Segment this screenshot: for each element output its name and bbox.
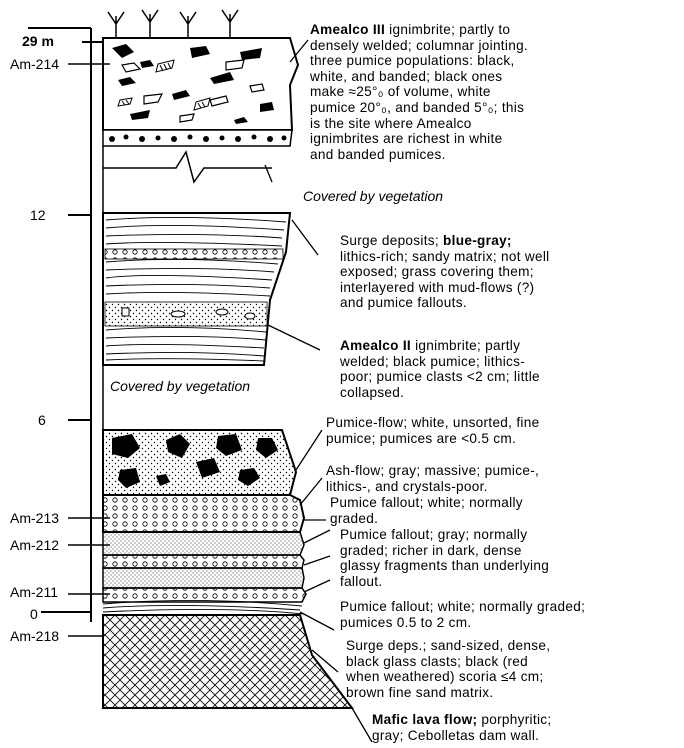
unit-line: graded. <box>330 511 523 527</box>
unit-line: Pumice fallout; gray; normally <box>340 527 549 543</box>
unit-line: pumices 0.5 to 2 cm. <box>340 615 585 631</box>
unit-line: Pumice fallout; white; normally graded; <box>340 599 585 615</box>
unit-line: ignimbrite; partly to <box>389 22 510 37</box>
unit-line: and pumice fallouts. <box>340 295 549 311</box>
scale-6-label: 6 <box>38 412 46 428</box>
scale-axis <box>28 28 103 622</box>
unit-line: Pumice fallout; white; normally <box>330 495 523 511</box>
unit-line: interlayered with mud-flows (?) <box>340 280 549 296</box>
unit-name: Mafic lava flow; <box>372 712 477 727</box>
sample-am218: Am-218 <box>10 628 59 644</box>
unit-line: pumice; pumices are <0.5 cm. <box>326 431 539 447</box>
unit-line: white, and banded; black ones <box>310 69 528 85</box>
annotation-amealco-ii: Amealco II ignimbrite; partly welded; bl… <box>340 338 540 400</box>
annotation-amealco-iii: Amealco III ignimbrite; partly to densel… <box>310 22 528 162</box>
unit-line: three pumice populations: black, <box>310 53 528 69</box>
annotation-mafic-lava: Mafic lava flow; porphyritic; gray; Cebo… <box>372 712 551 743</box>
unit-line: glassy fragments than underlying <box>340 558 549 574</box>
column-break <box>103 146 272 213</box>
unit-line: Pumice-flow; white, unsorted, fine <box>326 415 539 431</box>
lower-layered-units <box>103 495 306 614</box>
annotation-pumice-fallout-gray: Pumice fallout; gray; normally graded; r… <box>340 527 549 589</box>
unit-line: collapsed. <box>340 385 540 401</box>
annotation-pumice-fallout-graded: Pumice fallout; white; normally graded; … <box>340 599 585 630</box>
sample-am214: Am-214 <box>10 56 59 72</box>
unit-line: ignimbrite; partly <box>415 338 520 353</box>
covered-upper: Covered by vegetation <box>303 188 443 204</box>
sample-am211: Am-211 <box>10 584 58 600</box>
scale-top-label: 29 m <box>22 33 54 49</box>
unit-line: gray; Cebolletas dam wall. <box>372 728 551 744</box>
annotation-pumice-fallout-white: Pumice fallout; white; normally graded. <box>330 495 523 526</box>
unit-line: porphyritic; <box>481 712 551 727</box>
unit-name: Amealco II <box>340 338 411 353</box>
annotation-surge-deposits: Surge deposits; blue-gray; lithics-rich;… <box>340 233 549 311</box>
unit-line: and banded pumices. <box>310 147 528 163</box>
unit-line: is the site where Amealco <box>310 116 528 132</box>
surge-deposits-unit <box>103 213 290 365</box>
annotation-pumice-flow: Pumice-flow; white, unsorted, fine pumic… <box>326 415 539 446</box>
annotation-ash-flow: Ash-flow; gray; massive; pumice-, lithic… <box>326 463 539 494</box>
unit-line: graded; richer in dark, dense <box>340 543 549 559</box>
unit-line: make ≈25°₀ of volume, white <box>310 84 528 100</box>
unit-line: densely welded; columnar jointing. <box>310 38 528 54</box>
annotation-surge-deps: Surge deps.; sand-sized, dense, black gl… <box>346 638 550 700</box>
amealco-iii-unit <box>103 10 298 146</box>
unit-line: Surge deps.; sand-sized, dense, <box>346 638 550 654</box>
scale-12-label: 12 <box>30 207 46 223</box>
unit-line: pumice 20°₀, and banded 5°₀; this <box>310 100 528 116</box>
unit-line: welded; black pumice; lithics- <box>340 354 540 370</box>
covered-lower: Covered by vegetation <box>110 378 250 394</box>
unit-line: brown fine sand matrix. <box>346 685 550 701</box>
mafic-lava-unit <box>103 615 352 708</box>
unit-name: Surge deposits; <box>340 233 439 248</box>
unit-line: Ash-flow; gray; massive; pumice-, <box>326 463 539 479</box>
unit-line: when weathered) scoria ≤4 cm; <box>346 669 550 685</box>
scale-0-label: 0 <box>30 606 38 622</box>
unit-name: Amealco III <box>310 22 385 37</box>
sample-am212: Am-212 <box>10 537 59 553</box>
unit-line: lithics-rich; sandy matrix; not well <box>340 249 549 265</box>
amealco-ii-unit <box>103 430 296 495</box>
unit-line: fallout. <box>340 574 549 590</box>
unit-line: blue-gray; <box>443 233 512 248</box>
unit-line: lithics-, and crystals-poor. <box>326 479 539 495</box>
unit-line: poor; pumice clasts <2 cm; little <box>340 369 540 385</box>
unit-line: ignimbrites are richest in white <box>310 131 528 147</box>
unit-line: black glass clasts; black (red <box>346 654 550 670</box>
sample-am213: Am-213 <box>10 510 59 526</box>
unit-line: exposed; grass covering them; <box>340 264 549 280</box>
